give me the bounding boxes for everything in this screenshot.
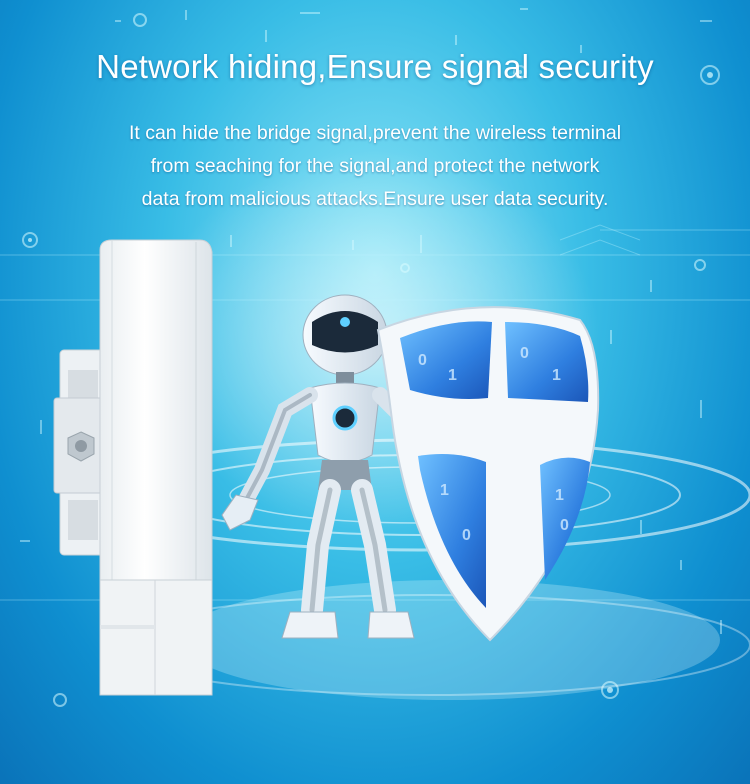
shield-digit: 0 [418,352,427,369]
shield-digit: 0 [462,527,471,544]
shield-digit: 1 [555,487,564,504]
shield-panel-top-left [400,321,492,399]
robot-visor [312,311,378,353]
shield-panel-bottom-left [418,454,486,608]
headline: Network hiding,Ensure signal security [96,48,654,85]
shield-digit: 1 [448,367,457,384]
wireless-bridge-device [53,239,213,696]
shield-panel-top-right [505,322,589,402]
robot-left-foot [281,611,339,639]
shield-digit: 1 [440,482,449,499]
robot-right-leg [351,479,396,621]
device-bottom-cap [99,579,213,696]
shield-digit: 0 [520,345,529,362]
security-shield: 0 1 0 1 1 0 1 0 [376,306,600,642]
description-line-1: It can hide the bridge signal,prevent th… [128,122,622,144]
shield-digit: 1 [552,367,561,384]
robot-right-foot [367,611,415,639]
robot-core-icon [332,405,358,431]
shield-digit: 0 [560,517,569,534]
description: It can hide the bridge signal,prevent th… [40,117,710,216]
robot-figure [221,294,420,639]
robot-left-leg [301,479,341,621]
shield-panel-bottom-right [540,457,590,580]
robot-hand [221,494,259,531]
description-line-3: data from malicious attacks.Ensure user … [141,188,609,210]
description-line-2: from seaching for the signal,and protect… [150,155,600,177]
